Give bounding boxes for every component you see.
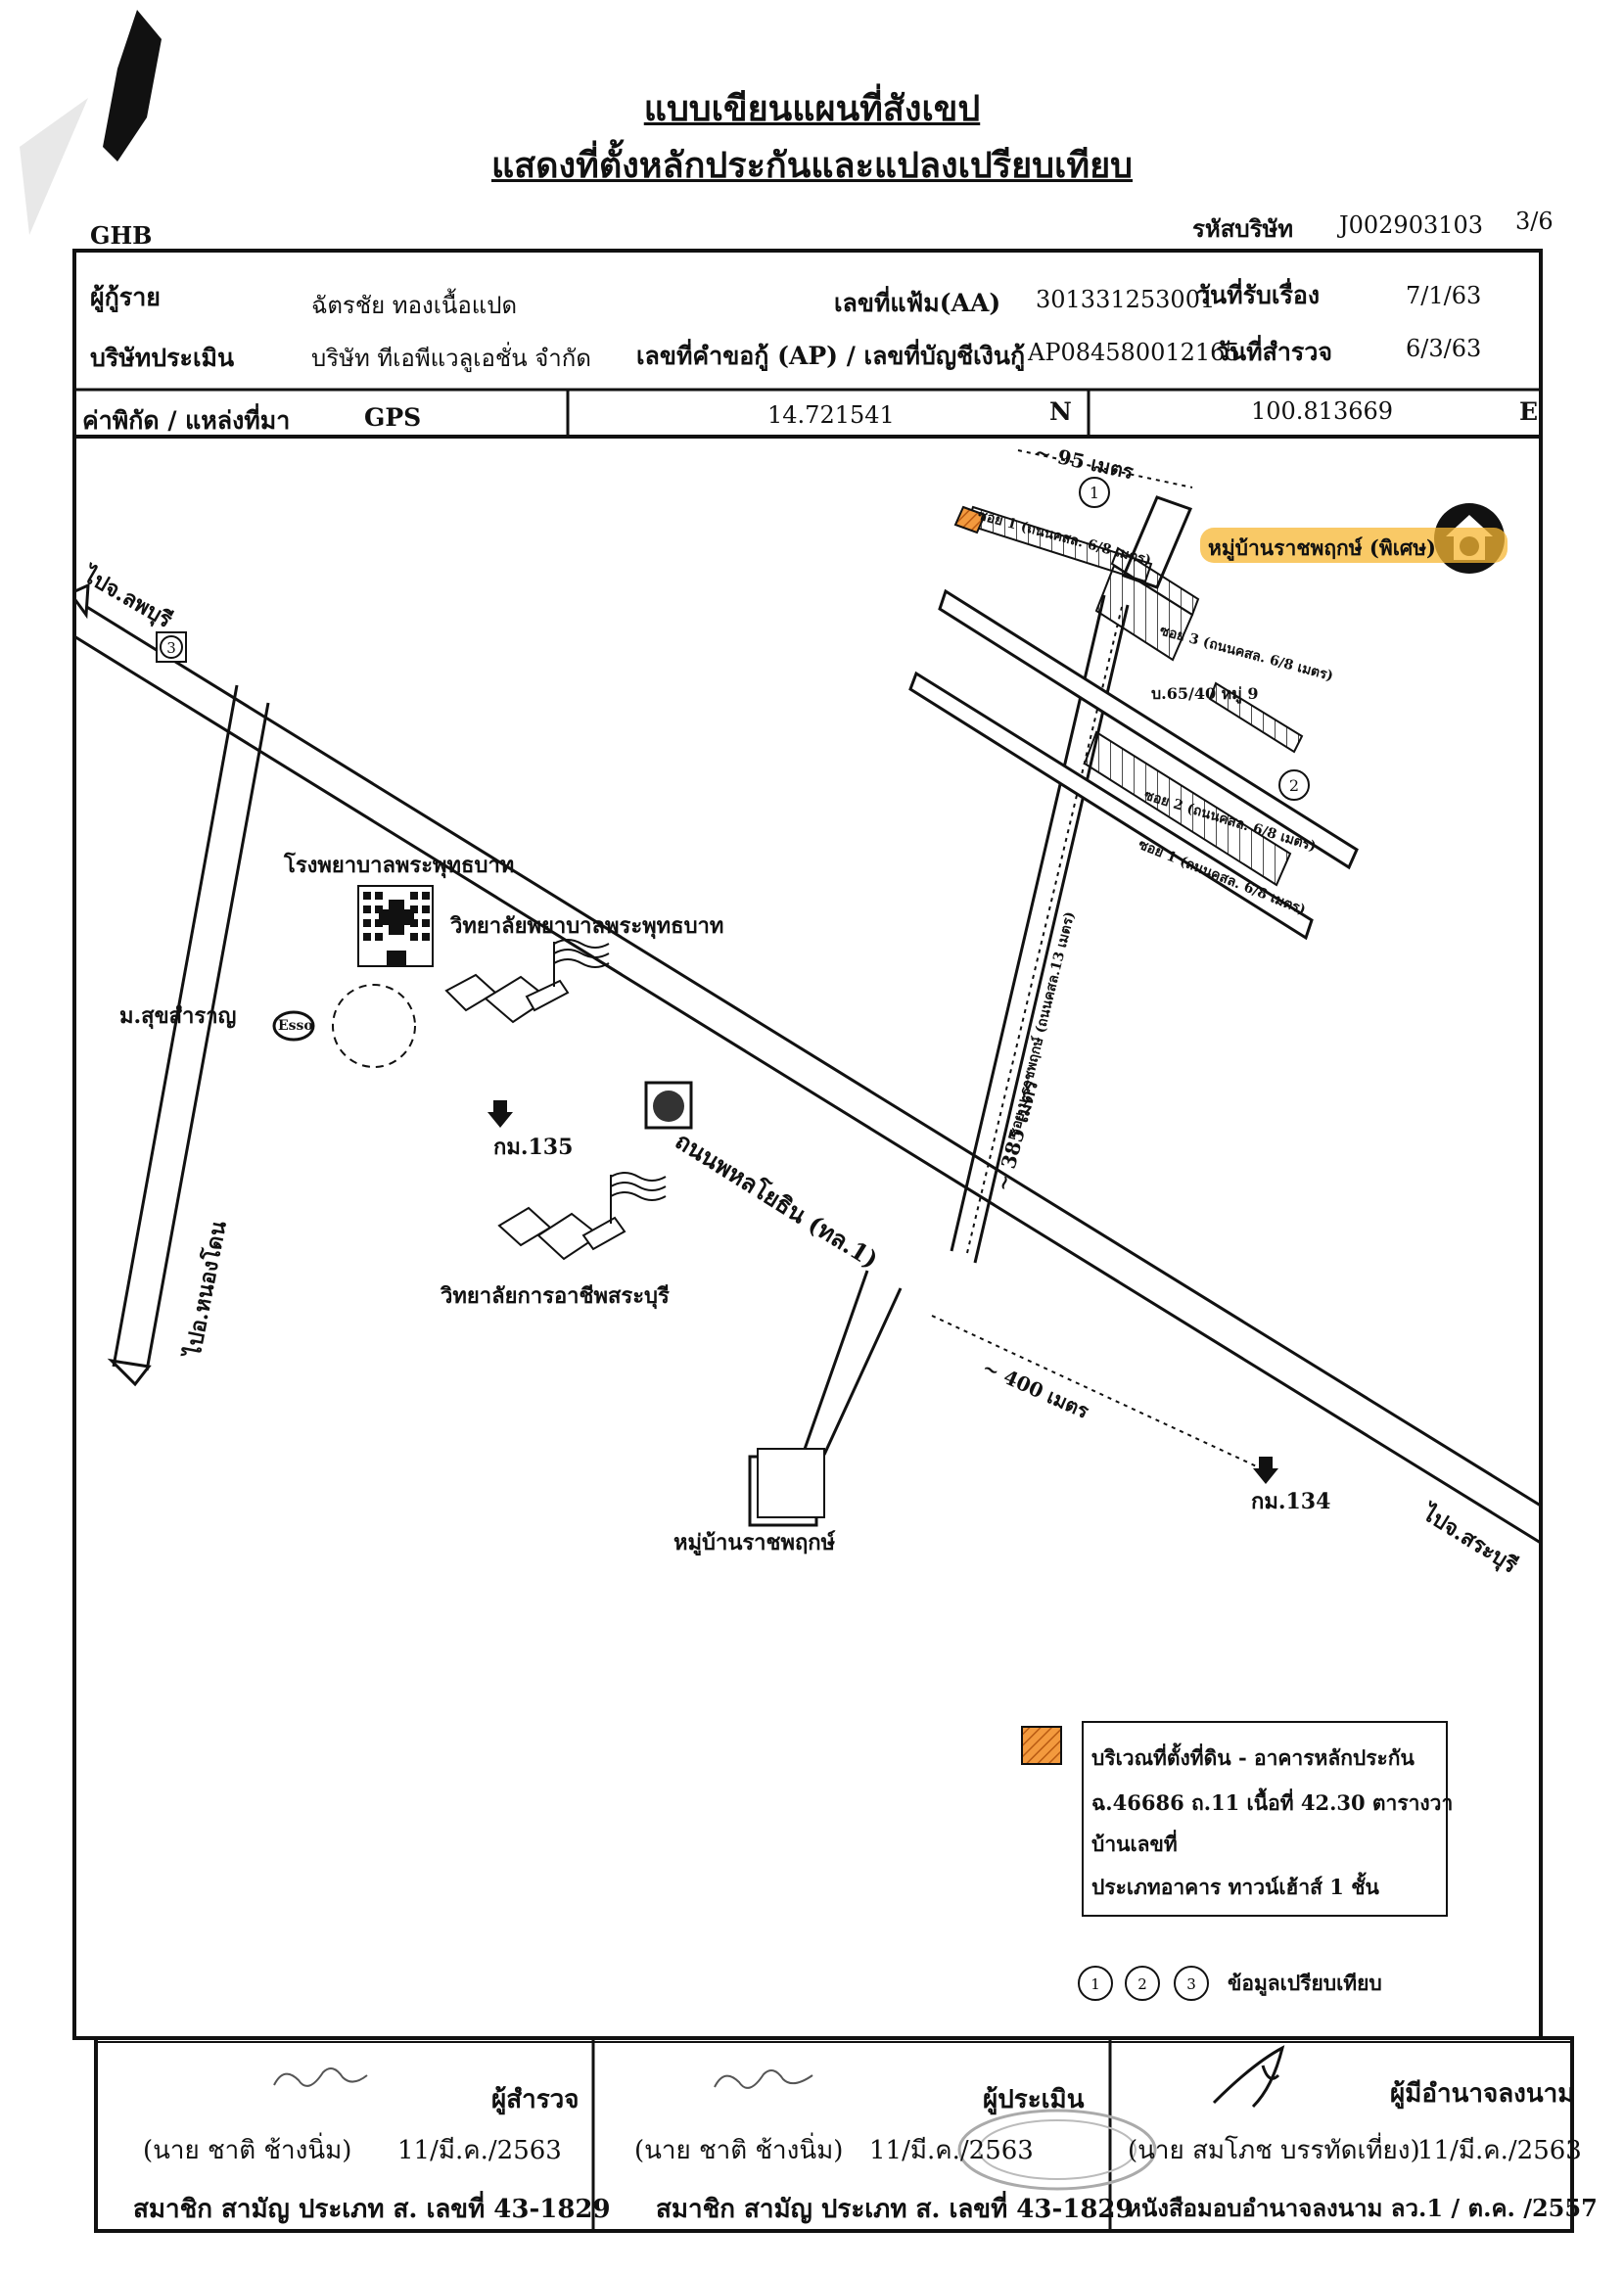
- legend-line-3: บ้านเลขที่: [1091, 1832, 1178, 1856]
- legend-comparables: 1 2 3: [1078, 1966, 1209, 2001]
- coords-label: ค่าพิกัด / แหล่งที่มา: [82, 406, 291, 435]
- appraiser-role: ผู้ประเมิน: [983, 2085, 1085, 2114]
- approver-role: ผู้มีอำนาจลงนาม: [1390, 2079, 1575, 2109]
- received-date: 7/1/63: [1406, 282, 1482, 309]
- house-label: บ.65/40 หมู่ 9: [1151, 684, 1258, 705]
- arrow-lopburi-icon: [76, 582, 90, 620]
- appraiser-name: (นาย ชาติ ช้างนิ่ม): [634, 2136, 844, 2165]
- svg-text:3: 3: [166, 639, 176, 657]
- comparable-1-icon: 1: [1079, 477, 1110, 508]
- soi-3: [938, 588, 1359, 870]
- company-code-label: รหัสบริษัท: [1192, 214, 1294, 243]
- townhouse-block-right: [1208, 681, 1304, 754]
- comparable-2-icon: 2: [1278, 769, 1310, 801]
- file-label: เลขที่แฟ้ม(AA): [834, 289, 1001, 317]
- building-symbol-icon: [644, 1081, 693, 1130]
- junction-circle: [332, 984, 416, 1068]
- location-map: N หมู: [76, 440, 1539, 1579]
- legend-comp-2: 2: [1137, 1975, 1147, 1993]
- vocational-college-icon: [497, 1172, 667, 1261]
- appraiser-date: 11/มี.ค./2563: [869, 2136, 1034, 2165]
- surveyor-member: สมาชิก สามัญ ประเภท ส. เลขที่ 43-1829: [133, 2195, 611, 2224]
- legend-comp-3: 3: [1186, 1975, 1196, 1993]
- legend-box: บริเวณที่ตั้งที่ดิน - อาคารหลักประกัน ฉ.…: [1082, 1721, 1453, 1917]
- page-subtitle: แสดงที่ตั้งหลักประกันและแปลงเปรียบเทียบ: [490, 145, 1134, 186]
- vocational-college-label: วิทยาลัยการอาชีพสระบุรี: [441, 1283, 670, 1309]
- file-value: 301331253001: [1036, 286, 1216, 313]
- km135-marker-icon: [487, 1100, 513, 1128]
- legend-line-1: บริเวณที่ตั้งที่ดิน - อาคารหลักประกัน: [1091, 1745, 1415, 1770]
- survey-label: วันที่สำรวจ: [1216, 338, 1333, 366]
- coords-source: GPS: [364, 403, 422, 432]
- approver-name: (นาย สมโภช บรรทัดเที่ยง): [1128, 2136, 1420, 2165]
- longitude: 100.813669: [1251, 397, 1394, 425]
- market-label: ม.สุขสำราญ: [119, 1003, 237, 1029]
- surveyor-name: (นาย ชาติ ช้างนิ่ม): [143, 2136, 352, 2165]
- main-highway: [76, 598, 1539, 1544]
- village-main-road: [950, 594, 1130, 1264]
- km134-marker-icon: [1253, 1457, 1278, 1484]
- surveyor-role: ผู้สำรวจ: [491, 2085, 580, 2114]
- subject-plot: [953, 505, 987, 534]
- latitude: 14.721541: [767, 401, 895, 429]
- scan-artifact: [20, 10, 162, 235]
- hospital-label: โรงพยาบาลพระพุทธบาท: [284, 853, 515, 878]
- received-label: วันที่รับเรื่อง: [1196, 281, 1321, 309]
- appraiser-member: สมาชิก สามัญ ประเภท ส. เลขที่ 43-1829: [656, 2195, 1134, 2224]
- road-south-village: [801, 1270, 903, 1456]
- legend-line-2: ฉ.46686 ถ.11 เนื้อที่ 42.30 ตารางวา: [1091, 1790, 1454, 1815]
- townhouse-block-mid: [1094, 564, 1194, 662]
- arrow-nongdone-icon: [107, 1358, 152, 1387]
- approver-date: 11/มี.ค./2563: [1417, 2136, 1582, 2165]
- comparable-3-icon: 3: [156, 631, 187, 663]
- survey-date: 6/3/63: [1406, 335, 1482, 362]
- village-highlight: [1200, 528, 1508, 563]
- page-title: แบบเขียนแผนที่สังเขป: [643, 88, 981, 129]
- latitude-dir: N: [1049, 397, 1072, 426]
- road-nongdone: [112, 684, 270, 1371]
- svg-text:2: 2: [1289, 776, 1299, 795]
- legend-line-4: ประเภทอาคาร ทาวน์เฮ้าส์ 1 ชั้น: [1091, 1875, 1379, 1899]
- company-code: J002903103: [1339, 211, 1484, 239]
- org-code: GHB: [90, 221, 153, 250]
- loan-value: AP084580012165: [1028, 339, 1240, 366]
- appraiser-value: บริษัท ทีเอพีแวลูเอชั่น จำกัด: [311, 345, 591, 372]
- nursing-college-icon: [444, 939, 610, 1024]
- village-entrance-label: หมู่บ้านราชพฤกษ์: [673, 1530, 836, 1555]
- distance-line-400: [931, 1315, 1262, 1469]
- esso-label: Esso: [278, 1018, 313, 1034]
- distance-line-95: [1017, 449, 1193, 488]
- nursing-college-label: วิทยาลัยพยาบาลพระพุทธบาท: [450, 913, 724, 939]
- approver-member: หนังสือมอบอำนาจลงนาม ลว.1 / ต.ค. /2557: [1126, 2194, 1598, 2222]
- townhouse-block-lower: [1083, 730, 1292, 887]
- borrower-label: ผู้กู้ราย: [90, 283, 161, 311]
- appraiser-label: บริษัทประเมิน: [90, 344, 235, 372]
- page-number: 3/6: [1515, 208, 1554, 235]
- surveyor-date: 11/มี.ค./2563: [397, 2136, 562, 2165]
- esso-icon: [272, 1010, 315, 1042]
- legend-comp-label: ข้อมูลเปรียบเทียบ: [1228, 1971, 1382, 1995]
- svg-text:1: 1: [1090, 484, 1099, 502]
- longitude-dir: E: [1519, 397, 1539, 426]
- hospital-icon: [357, 885, 434, 967]
- legend-hatch-icon: [1021, 1726, 1062, 1765]
- km135-label: กม.135: [493, 1135, 574, 1160]
- village-special-label: หมู่บ้านราชพฤกษ์ (พิเศษ): [1208, 535, 1436, 562]
- loan-label: เลขที่คำขอกู้ (AP) / เลขที่บัญชีเงินกู้: [636, 342, 1026, 370]
- km134-label: กม.134: [1251, 1489, 1331, 1514]
- soi-2: [908, 671, 1314, 941]
- legend-comp-1: 1: [1090, 1975, 1100, 1993]
- borrower-value: ฉัตรชัย ทองเนื้อแปด: [311, 292, 518, 319]
